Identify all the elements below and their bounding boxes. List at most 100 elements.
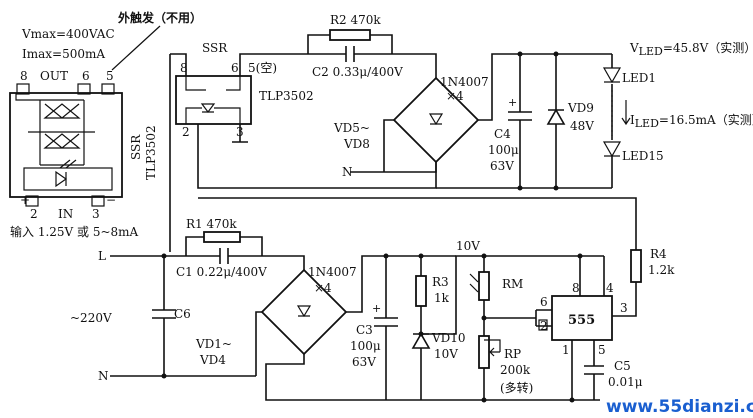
inset-pin-tab: [91, 195, 105, 207]
vd10-name: VD10: [431, 331, 466, 345]
r4-value: 1.2k: [648, 263, 675, 277]
c5-capacitor: [584, 365, 604, 400]
positive-10v-rail-in: [346, 255, 456, 313]
junction: [161, 373, 167, 379]
n-wire: [110, 311, 262, 377]
junction: [481, 397, 487, 403]
inset-pin3: 3: [92, 207, 100, 221]
c3-name: C3: [356, 323, 373, 337]
vd9-voltage: 48V: [570, 119, 594, 133]
rm-label: RM: [502, 277, 523, 291]
r2-resistor: [329, 29, 371, 41]
ssr-control-wire: [198, 197, 637, 250]
n-bottom-label: N: [98, 369, 109, 383]
ssr-tlp3502: [175, 75, 252, 125]
ic-pin6: 6: [540, 295, 548, 309]
inset-plus: +: [20, 193, 30, 207]
ssr-model: TLP3502: [259, 89, 314, 103]
ic-pin-wires: [579, 256, 605, 296]
ic-pin1: 1: [562, 343, 570, 357]
led1-icon: [602, 67, 622, 84]
wire: [392, 53, 437, 78]
ssr-vertical-model: TLP3502: [144, 125, 158, 180]
inset-in: IN: [58, 207, 73, 221]
dc-positive-rail: [478, 53, 612, 121]
ssr-label: SSR: [202, 41, 228, 55]
bridge-rectifier-bottom: [260, 268, 348, 356]
led15-label: LED15: [622, 149, 664, 163]
c3-plus: +: [372, 302, 381, 315]
led15-icon: [602, 141, 622, 158]
wire: [185, 236, 263, 256]
r1-label: R1 470k: [186, 217, 237, 231]
inset-package-outline: [9, 92, 123, 198]
wire: [239, 53, 308, 76]
ground-return: [265, 354, 386, 401]
ic-pin2: 2: [540, 319, 548, 333]
wire: [307, 34, 393, 54]
c6-label: C6: [174, 307, 191, 321]
r1-resistor: [203, 231, 241, 243]
ic-pin8: 8: [572, 281, 580, 295]
regulated-10v-rail: [421, 255, 581, 335]
ic-pin-tab: [538, 319, 548, 331]
c2-capacitor: [308, 46, 392, 62]
vd9-zener: [546, 54, 566, 188]
iled-label: ILED=16.5mA（实测）: [630, 112, 753, 130]
vled-label: VLED=45.8V（实测）: [629, 40, 753, 58]
inset-pin5: 5: [106, 69, 114, 83]
ssr-pinout-inset: Vmax=400VAC Imax=500mA 外触发（不用） 8 OUT 6 5…: [9, 10, 202, 239]
inset-pin-tab: [25, 195, 39, 207]
led1-label: LED1: [622, 71, 656, 85]
ssr-pin5-label: 5(空): [248, 61, 277, 75]
c1-label: C1 0.22μ/400V: [176, 265, 267, 279]
dc-return-wire: [197, 124, 437, 189]
rm-photoresistor: [478, 271, 490, 301]
inset-triac-icon: [43, 133, 81, 149]
bridge-bottom-label2: VD4: [199, 353, 226, 367]
c4-name: C4: [494, 127, 511, 141]
wire: [170, 53, 187, 76]
junction: [569, 397, 575, 403]
r3-value: 1k: [434, 291, 450, 305]
bridge-diode-icon: [428, 113, 444, 126]
inset-minus: −: [106, 193, 116, 207]
bridge-bottom-count: ×4: [314, 281, 332, 295]
ic-pin4: 4: [606, 281, 614, 295]
vd10-voltage: 10V: [434, 347, 458, 361]
c4-voltage: 63V: [490, 159, 514, 173]
c1-capacitor: [186, 248, 262, 264]
c4-capacitor: [508, 54, 532, 188]
watermark: www.55dianzi.com: [606, 397, 753, 417]
rp-wiper: [484, 339, 501, 357]
inset-pin2: 2: [30, 207, 38, 221]
rm-light-arrows: [469, 273, 479, 293]
ssr-vertical-label: SSR: [129, 134, 143, 160]
bridge-top-label1: VD5~: [333, 121, 370, 135]
ic-output-wire: [612, 282, 637, 317]
ssr-pin2-label: 2: [182, 125, 190, 139]
mains-label: ~220V: [70, 311, 112, 325]
inset-pin-tab: [101, 83, 115, 95]
junction: [553, 51, 559, 57]
junction: [418, 253, 424, 259]
ssr-led-icon: [200, 103, 216, 113]
junction: [553, 185, 559, 191]
vd9-name: VD9: [567, 101, 594, 115]
inset-light-arrows: [59, 159, 77, 169]
ic-555-name: 555: [568, 313, 595, 328]
inset-led-box: [23, 167, 113, 191]
bridge-rectifier-top: [392, 76, 480, 164]
r3-resistor: [415, 275, 427, 307]
ic-pin5: 5: [598, 343, 606, 357]
inset-pin-tab: [77, 83, 91, 95]
rp-potentiometer: [478, 335, 490, 369]
c5-name: C5: [614, 359, 631, 373]
r4-resistor: [630, 249, 642, 283]
wire: [262, 255, 305, 270]
trigger-pointer: [111, 25, 161, 71]
ic-trigger-wires: [484, 309, 552, 327]
c4-plus: +: [508, 96, 517, 109]
